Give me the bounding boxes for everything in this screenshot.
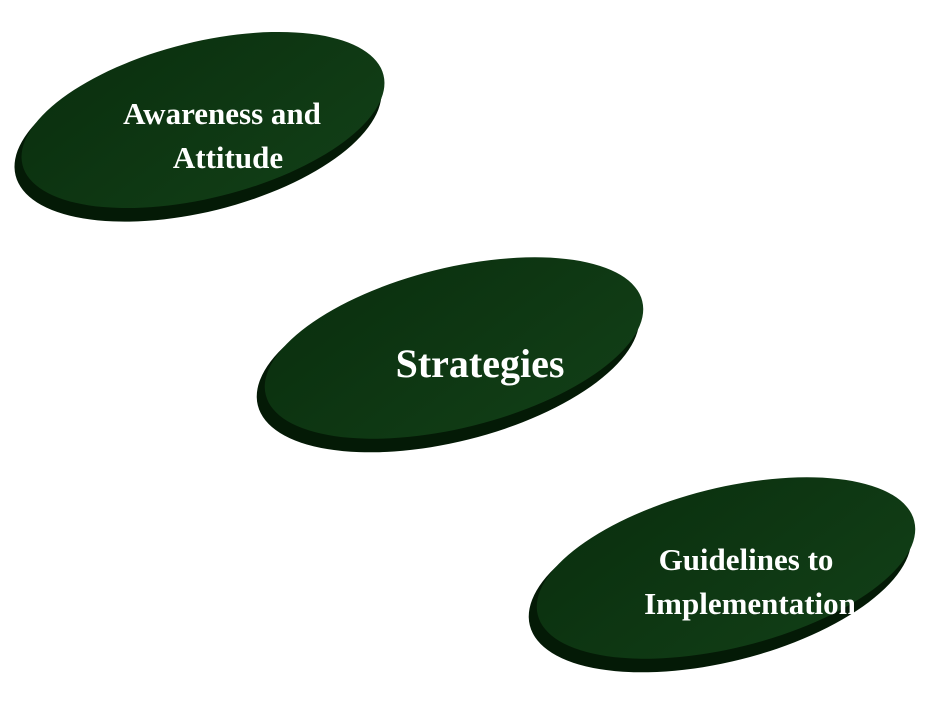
- disc-top: [21, 31, 385, 209]
- node-label-line-2: Attitude: [173, 140, 283, 175]
- disc-top: [264, 257, 644, 439]
- node-label-line-1: Strategies: [396, 341, 565, 386]
- node-label-line-2: Implementation: [644, 586, 856, 621]
- node-guidelines-implementation: Guidelines to Implementation: [528, 477, 916, 673]
- node-awareness-attitude: Awareness and Attitude: [14, 31, 385, 222]
- node-label-line-1: Guidelines to: [659, 542, 834, 577]
- node-label-line-1: Awareness and: [123, 96, 321, 131]
- disc-top: [536, 477, 916, 659]
- node-strategies: Strategies: [256, 257, 644, 453]
